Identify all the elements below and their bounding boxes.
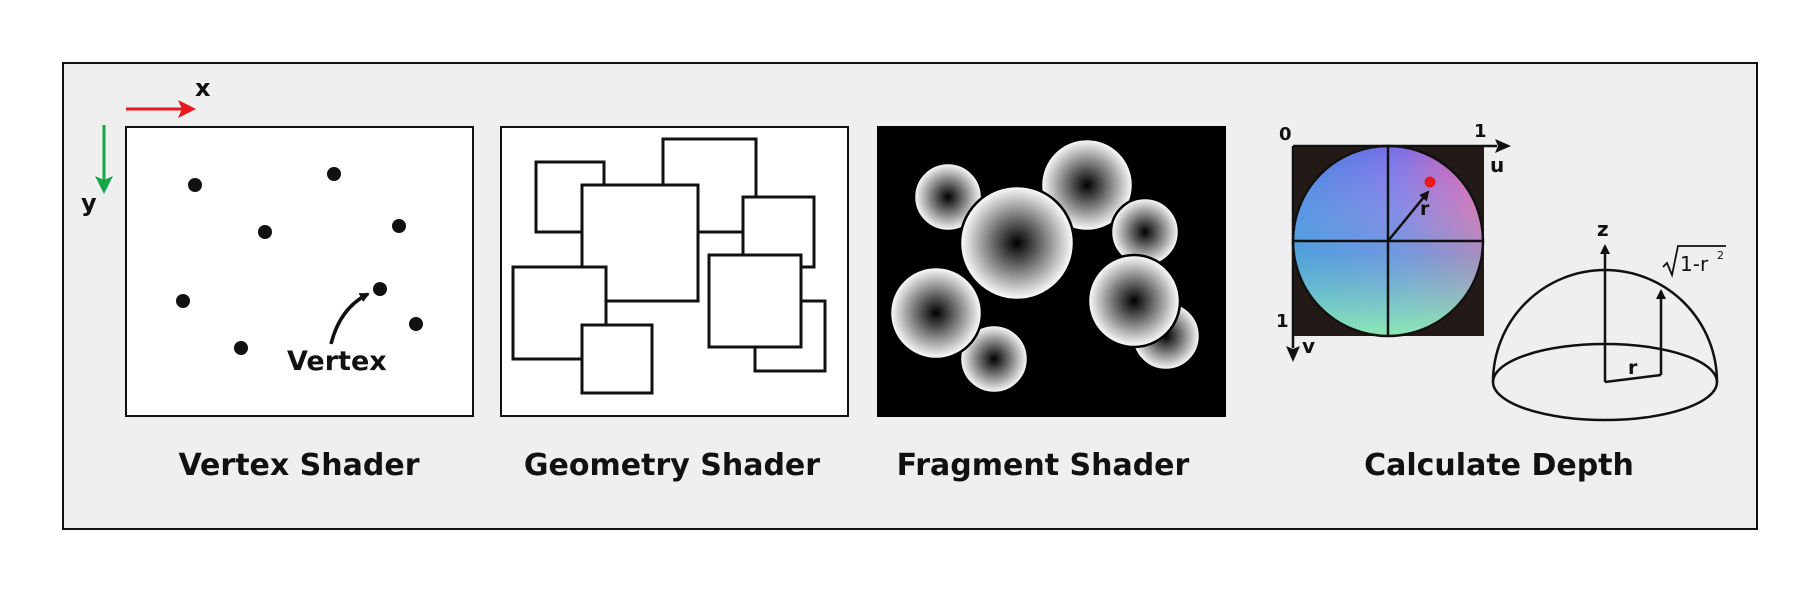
sphere-impostor bbox=[958, 323, 1030, 395]
x-axis-arrowhead bbox=[178, 100, 196, 118]
hemisphere-diagram bbox=[1491, 244, 1726, 422]
sphere-impostor bbox=[958, 184, 1076, 302]
quad bbox=[580, 183, 700, 303]
sphere-impostor bbox=[1039, 137, 1135, 233]
vertex-dot bbox=[373, 282, 387, 296]
y-axis-label: y bbox=[81, 189, 97, 217]
z-label: z bbox=[1597, 217, 1609, 241]
vertex-callout-arrow bbox=[329, 292, 370, 345]
vertex-dot bbox=[234, 341, 248, 355]
v-label: v bbox=[1302, 334, 1315, 358]
uv-sample-point bbox=[1424, 176, 1436, 188]
vertex-dot bbox=[188, 178, 202, 192]
uv-origin-label: 0 bbox=[1279, 124, 1292, 145]
y-axis-arrowhead bbox=[95, 176, 113, 194]
caption-calculate-depth: Calculate Depth bbox=[1364, 448, 1634, 483]
caption-geometry-shader: Geometry Shader bbox=[524, 448, 820, 483]
vertex-panel-frame bbox=[125, 126, 474, 417]
quad bbox=[707, 253, 803, 349]
sphere-impostor bbox=[1086, 253, 1182, 349]
vertex-dot bbox=[176, 294, 190, 308]
screen-axes: x y bbox=[81, 74, 211, 217]
vertex-dot bbox=[327, 167, 341, 181]
vertex-dot bbox=[409, 317, 423, 331]
caption-vertex-shader: Vertex Shader bbox=[178, 448, 419, 483]
sqrt-exponent: 2 bbox=[1717, 249, 1724, 262]
hemi-radius-label: r bbox=[1628, 357, 1638, 379]
vertex-dot bbox=[392, 219, 406, 233]
uv-radius-arrow bbox=[1387, 190, 1430, 242]
fragment-panel bbox=[877, 126, 1226, 417]
vertex-panel: Vertex bbox=[125, 126, 474, 417]
quad bbox=[511, 265, 608, 361]
geometry-panel bbox=[500, 126, 849, 417]
sqrt-expression: 1-r bbox=[1680, 252, 1709, 276]
caption-fragment-shader: Fragment Shader bbox=[897, 448, 1190, 483]
u-label: u bbox=[1490, 153, 1504, 177]
sqrt-radical bbox=[1662, 245, 1726, 279]
v-end-label: 1 bbox=[1276, 311, 1289, 332]
x-axis-label: x bbox=[195, 74, 211, 102]
u-axis-arrowhead bbox=[1495, 139, 1511, 153]
v-axis-arrowhead bbox=[1286, 346, 1300, 362]
hemi-radius-line bbox=[1604, 373, 1662, 384]
uv-diagram: 0 1 1 u v r bbox=[1276, 121, 1511, 362]
uv-radius-label: r bbox=[1420, 198, 1430, 220]
sphere-impostor bbox=[888, 265, 984, 361]
quad bbox=[580, 323, 654, 395]
vertex-callout-label: Vertex bbox=[287, 346, 387, 377]
u-end-label: 1 bbox=[1474, 121, 1487, 142]
vertex-dot bbox=[258, 225, 272, 239]
